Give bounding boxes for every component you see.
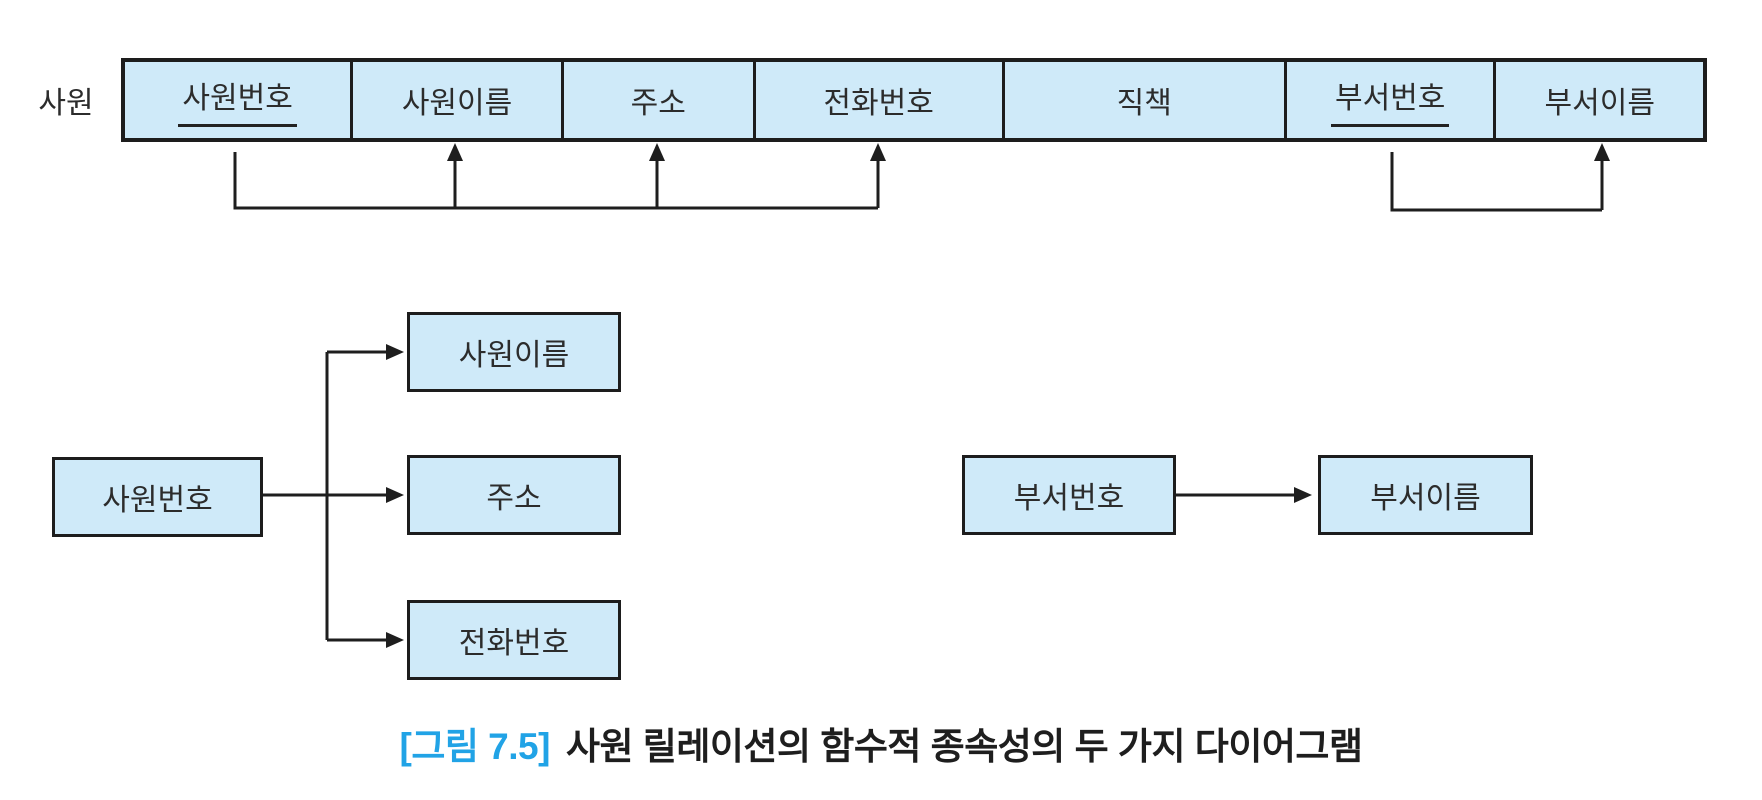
fd-empno-elbow-line — [233, 152, 878, 210]
attribute-cell-title: 직책 — [1004, 62, 1287, 138]
attribute-cell-dept-no: 부서번호 — [1286, 62, 1497, 138]
fd-node-dept-name: 부서이름 — [1318, 455, 1533, 535]
figure-caption-text: 사원 릴레이션의 함수적 종속성의 두 가지 다이어그램 — [565, 726, 1363, 767]
attribute-label-dept-no: 부서번호 — [1330, 73, 1450, 127]
attribute-label-title: 직책 — [1116, 87, 1172, 120]
fd-node-label: 전화번호 — [458, 627, 570, 660]
fd-node-phone: 전화번호 — [407, 600, 621, 680]
attribute-cell-address: 주소 — [563, 62, 756, 138]
arrowhead-right-icon — [1294, 487, 1312, 503]
relation-schema-table: 사원번호 사원이름 주소 전화번호 직책 부서번호 부서이름 — [121, 58, 1707, 142]
attribute-cell-emp-no: 사원번호 — [125, 62, 354, 138]
attribute-label-phone: 전화번호 — [823, 87, 934, 120]
fd-node-dept-no: 부서번호 — [962, 455, 1176, 535]
attribute-label-emp-name: 사원이름 — [401, 87, 513, 120]
arrowhead-right-icon — [386, 632, 404, 648]
fd-box-empno-arrows — [263, 344, 404, 648]
arrowhead-up-icon — [1594, 143, 1610, 161]
attribute-cell-dept-name: 부서이름 — [1496, 62, 1704, 138]
attribute-label-address: 주소 — [630, 87, 686, 120]
fd-node-label: 부서이름 — [1370, 482, 1481, 515]
fd-node-label: 주소 — [486, 482, 542, 515]
fd-node-label: 사원이름 — [458, 339, 570, 372]
fd-node-label: 부서번호 — [1013, 482, 1125, 515]
fd-deptno-elbow-line — [1390, 152, 1602, 212]
fd-schema-deptno-arrows — [1390, 143, 1610, 212]
arrowhead-right-icon — [386, 344, 404, 360]
arrowhead-up-icon — [447, 143, 463, 161]
arrowhead-up-icon — [649, 143, 665, 161]
fd-node-emp-name: 사원이름 — [407, 312, 621, 392]
fd-schema-empno-arrows — [233, 143, 886, 210]
fd-box-deptno-arrows — [1176, 487, 1312, 503]
fd-node-label: 사원번호 — [102, 484, 213, 517]
arrowhead-up-icon — [870, 143, 886, 161]
attribute-cell-emp-name: 사원이름 — [353, 62, 564, 138]
attribute-label-dept-name: 부서이름 — [1544, 87, 1655, 120]
attribute-cell-phone: 전화번호 — [755, 62, 1005, 138]
figure-caption-tag: [그림 7.5] — [399, 726, 551, 767]
relation-name-label: 사원 — [38, 87, 94, 120]
arrowhead-right-icon — [386, 487, 404, 503]
figure-caption: [그림 7.5] 사원 릴레이션의 함수적 종속성의 두 가지 다이어그램 — [0, 716, 1762, 770]
fd-node-emp-no: 사원번호 — [52, 457, 263, 537]
fd-node-address: 주소 — [407, 455, 621, 535]
attribute-label-emp-no: 사원번호 — [178, 73, 297, 127]
